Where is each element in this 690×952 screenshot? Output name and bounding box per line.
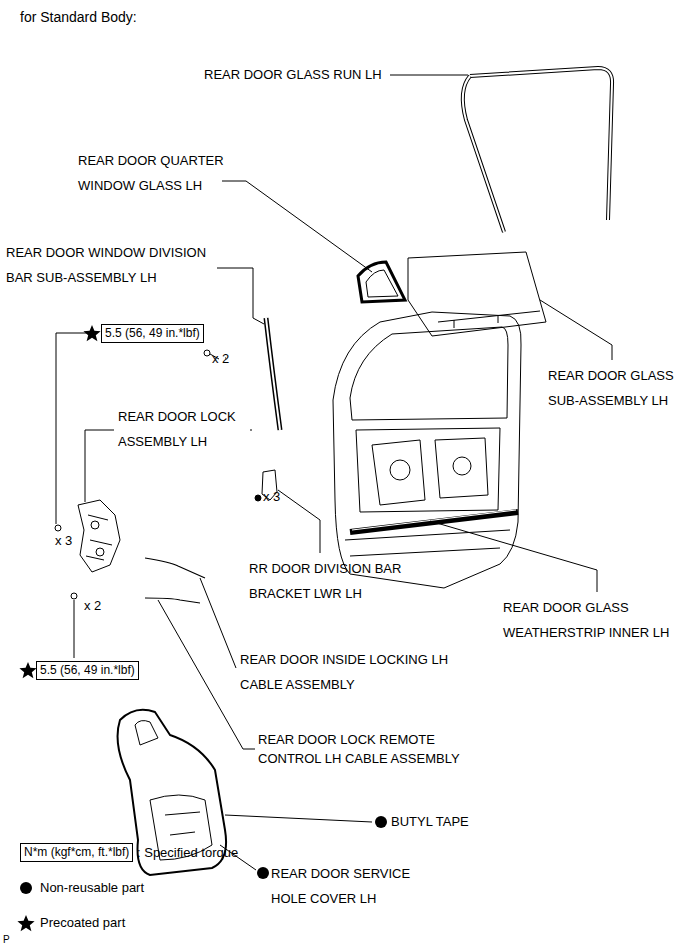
part-name: REAR DOOR GLASS RUN LH: [204, 67, 382, 83]
torque-box: 5.5 (56, 49 in.*lbf): [101, 324, 204, 343]
part-name: REAR DOOR SERVICE HOLE COVER LH: [271, 861, 421, 911]
figure-code: P: [3, 934, 10, 946]
part-name: RR DOOR DIVISION BAR BRACKET LWR LH: [249, 556, 404, 606]
legend-torque-box: N*m (kgf*cm, ft.*lbf): [20, 843, 133, 862]
torque-value: N*m (kgf*cm, ft.*lbf): [24, 845, 129, 859]
legend-text: Precoated part: [40, 915, 125, 931]
quantity-label: x 2: [84, 598, 101, 614]
part-name: REAR DOOR QUARTER WINDOW GLASS LH: [78, 148, 238, 198]
quantity-label: x 2: [212, 351, 229, 367]
quantity-label: x 3: [55, 533, 72, 549]
diagram-title: for Standard Body:: [20, 9, 137, 25]
part-name: REAR DOOR LOCK ASSEMBLY LH: [118, 404, 250, 454]
torque-value: 5.5 (56, 49 in.*lbf): [105, 326, 200, 340]
quantity-label: x 3: [263, 489, 280, 505]
legend-text: : Specified torque: [137, 845, 238, 861]
part-name: BUTYL TAPE: [391, 814, 469, 830]
part-name: REAR DOOR GLASS WEATHERSTRIP INNER LH: [503, 595, 683, 645]
part-name: REAR DOOR GLASS SUB-ASSEMBLY LH: [548, 363, 686, 413]
part-name: REAR DOOR LOCK REMOTE CONTROL LH CABLE A…: [258, 730, 473, 768]
torque-box: 5.5 (56, 49 in.*lbf): [36, 661, 139, 680]
torque-value: 5.5 (56, 49 in.*lbf): [40, 663, 135, 677]
part-name: REAR DOOR INSIDE LOCKING LH CABLE ASSEMB…: [240, 647, 480, 697]
legend-text: Non-reusable part: [40, 880, 144, 896]
part-name: REAR DOOR WINDOW DIVISION BAR SUB-ASSEMB…: [6, 240, 221, 290]
